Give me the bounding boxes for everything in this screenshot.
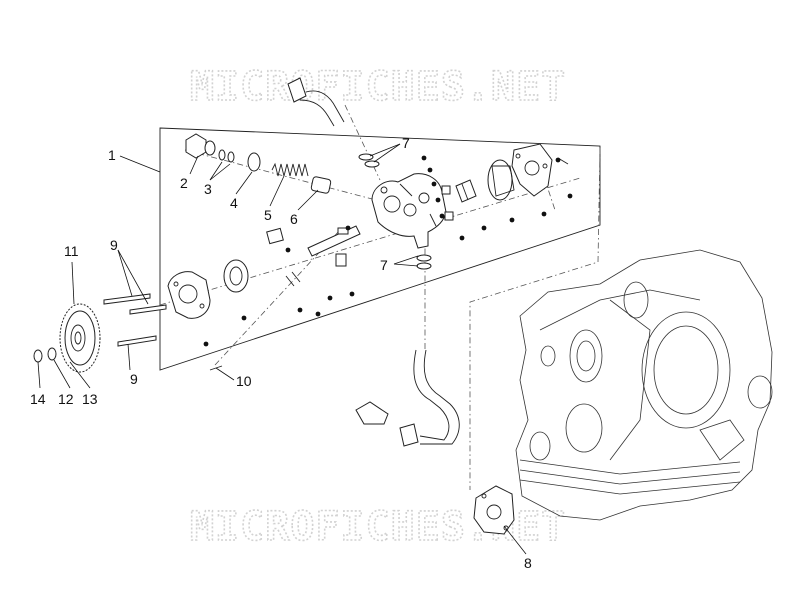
callout-12: 12 bbox=[58, 391, 74, 407]
pump-housing-lower bbox=[167, 271, 211, 319]
assembly-axis-line bbox=[469, 147, 601, 490]
dowel-pins bbox=[441, 185, 454, 221]
leader-lines bbox=[37, 143, 527, 555]
callout-5: 5 bbox=[264, 207, 272, 223]
assembly-frame bbox=[159, 127, 601, 371]
cover-plate bbox=[473, 485, 515, 535]
drive-gear bbox=[59, 303, 101, 373]
callout-7-upper: 7 bbox=[402, 135, 410, 151]
pump-shaft bbox=[266, 225, 361, 287]
o-rings-upper bbox=[358, 153, 380, 168]
plug-part bbox=[185, 133, 216, 159]
rotor-coupler bbox=[455, 179, 477, 203]
bolt-parts bbox=[103, 293, 167, 347]
outer-rotor bbox=[487, 159, 515, 201]
reference-dots bbox=[203, 155, 573, 347]
callout-8: 8 bbox=[524, 555, 532, 571]
oil-hose-upper bbox=[287, 77, 345, 127]
callout-9-upper: 9 bbox=[110, 237, 118, 253]
pump-body bbox=[371, 173, 447, 249]
callout-3: 3 bbox=[204, 181, 212, 197]
callout-1: 1 bbox=[108, 147, 116, 163]
o-rings-lower bbox=[416, 254, 432, 270]
crankcase bbox=[515, 249, 773, 521]
callout-14: 14 bbox=[30, 391, 46, 407]
callout-6: 6 bbox=[290, 211, 298, 227]
watermark-top: MICROFICHES.NET bbox=[190, 64, 566, 110]
axis-lines bbox=[159, 104, 581, 366]
callout-9-lower: 9 bbox=[130, 371, 138, 387]
inner-rotor-lower bbox=[223, 259, 249, 293]
piston-part bbox=[310, 176, 332, 194]
callout-13: 13 bbox=[82, 391, 98, 407]
callout-10: 10 bbox=[236, 373, 252, 389]
o-ring-part bbox=[247, 152, 261, 172]
callout-labels: 1 2 3 4 5 6 7 7 8 9 9 10 11 12 13 14 bbox=[30, 135, 532, 571]
end-cover bbox=[511, 143, 553, 197]
nut-and-washer bbox=[33, 347, 57, 363]
spring-part bbox=[271, 162, 309, 177]
callout-2: 2 bbox=[180, 175, 188, 191]
oil-hose-lower bbox=[355, 349, 460, 447]
callout-7-lower: 7 bbox=[380, 257, 388, 273]
callout-4: 4 bbox=[230, 195, 238, 211]
washer-parts bbox=[218, 149, 235, 163]
callout-11: 11 bbox=[64, 243, 79, 259]
